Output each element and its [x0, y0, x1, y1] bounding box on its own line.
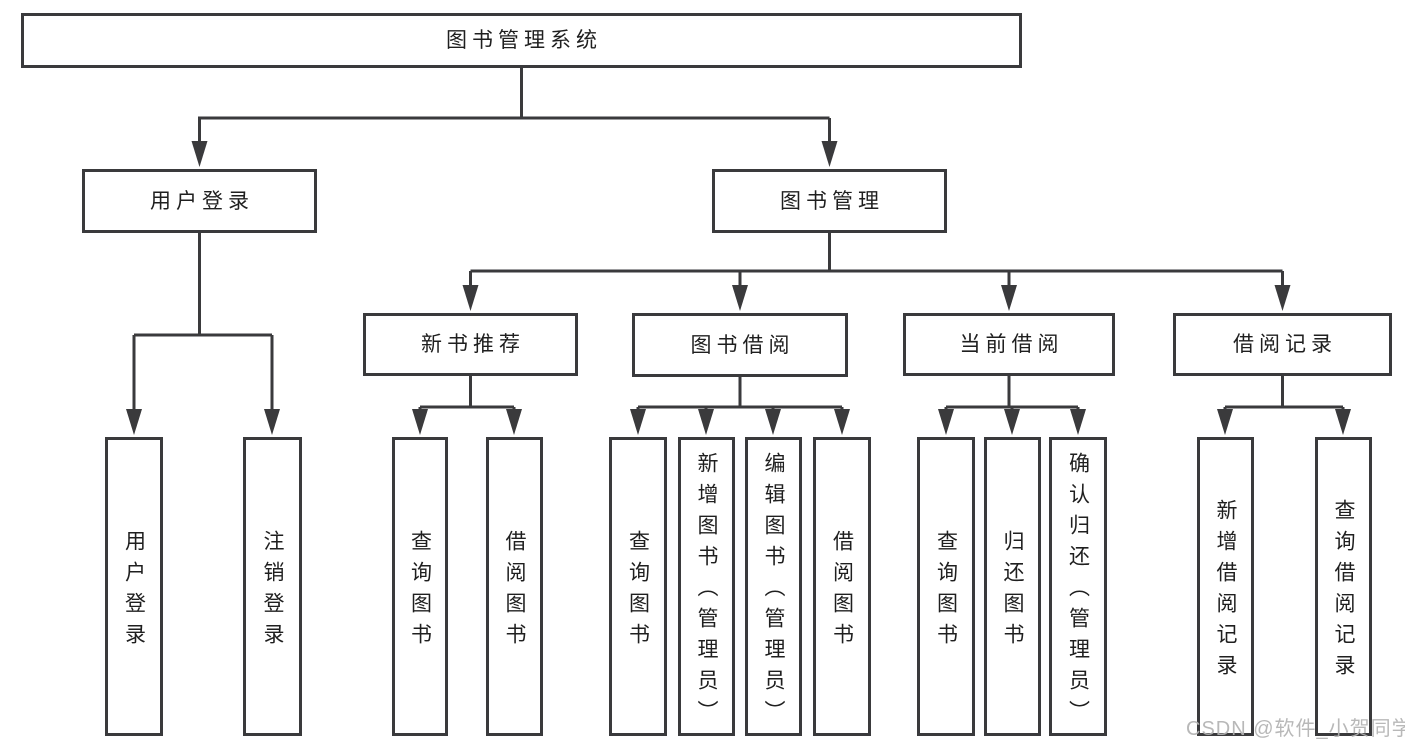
arrowhead-icon — [191, 141, 208, 167]
leaf-user-login: 用户登录 — [105, 437, 163, 736]
leaf-label: 查询图书 — [934, 529, 958, 654]
node-new-book-recommendation: 新书推荐 — [363, 313, 578, 376]
arrowhead-icon — [1274, 285, 1291, 311]
arrowhead-icon — [630, 409, 646, 435]
node-label: 图书管理 — [780, 189, 884, 213]
arrowhead-icon — [126, 409, 142, 435]
connector-book-management-to-groups — [469, 233, 1284, 287]
arrowhead-icon — [1070, 409, 1086, 435]
arrowhead-icon — [765, 409, 781, 435]
arrowhead-icon — [412, 409, 428, 435]
leaf-query-books-current: 查询图书 — [917, 437, 975, 736]
leaf-label: 归还图书 — [1001, 529, 1024, 654]
arrowhead-icon — [506, 409, 522, 435]
leaf-confirm-return-admin: 确认归还（管理员） — [1049, 437, 1107, 736]
node-user-login-branch: 用户登录 — [82, 169, 317, 233]
connector-book-borrowing-to-leaves — [636, 377, 844, 411]
connector-borrowing-records-to-leaves — [1223, 376, 1345, 411]
arrowheads — [126, 141, 1351, 435]
arrowhead-icon — [462, 285, 479, 311]
leaf-label: 新增图书（管理员） — [695, 452, 718, 731]
arrowhead-icon — [821, 141, 838, 167]
arrowhead-icon — [1001, 285, 1017, 311]
node-label: 图书借阅 — [690, 333, 795, 357]
arrowhead-icon — [1004, 409, 1020, 435]
leaf-logout: 注销登录 — [243, 437, 302, 736]
leaf-label: 新增借阅记录 — [1214, 498, 1237, 685]
leaf-query-books-recommendation: 查询图书 — [392, 437, 448, 736]
leaf-borrow-books: 借阅图书 — [813, 437, 871, 736]
leaf-label: 注销登录 — [261, 529, 284, 654]
arrowhead-icon — [1217, 409, 1233, 435]
leaf-query-borrow-record: 查询借阅记录 — [1315, 437, 1372, 736]
arrowhead-icon — [264, 409, 280, 435]
leaf-label: 借阅图书 — [503, 529, 526, 654]
leaf-query-books-borrowing: 查询图书 — [609, 437, 667, 736]
connector-new-book-rec-to-leaves — [418, 376, 516, 411]
node-library-management-system: 图书管理系统 — [21, 13, 1022, 68]
node-label: 借阅记录 — [1233, 333, 1337, 356]
leaf-add-books-admin: 新增图书（管理员） — [678, 437, 735, 736]
leaf-label: 查询图书 — [408, 529, 432, 654]
leaf-label: 借阅图书 — [830, 529, 854, 654]
node-label: 图书管理系统 — [446, 29, 602, 52]
leaf-edit-books-admin: 编辑图书（管理员） — [745, 437, 802, 736]
arrowhead-icon — [938, 409, 954, 435]
leaf-return-books: 归还图书 — [984, 437, 1041, 736]
leaf-add-borrow-record: 新增借阅记录 — [1197, 437, 1254, 736]
csdn-watermark: CSDN @软件_小贺同学 — [1186, 718, 1405, 740]
arrowhead-icon — [732, 285, 748, 311]
leaf-label: 查询借阅记录 — [1332, 498, 1355, 685]
leaf-label: 编辑图书（管理员） — [762, 452, 785, 731]
leaf-borrow-books-recommendation: 借阅图书 — [486, 437, 543, 736]
connector-user-login-to-leaves — [132, 233, 274, 411]
node-current-borrowing: 当前借阅 — [903, 313, 1115, 376]
node-borrowing-records: 借阅记录 — [1173, 313, 1392, 376]
connector-root-to-level2 — [198, 68, 831, 143]
leaf-label: 用户登录 — [122, 529, 146, 654]
connector-current-borrowing-to-leaves — [944, 376, 1080, 411]
node-label: 当前借阅 — [959, 333, 1064, 356]
arrowhead-icon — [698, 409, 714, 435]
arrowhead-icon — [1335, 409, 1351, 435]
node-book-management: 图书管理 — [712, 169, 947, 233]
arrowhead-icon — [834, 409, 850, 435]
leaf-label: 确认归还（管理员） — [1066, 452, 1090, 731]
node-label: 用户登录 — [150, 189, 254, 213]
node-label: 新书推荐 — [421, 333, 525, 356]
node-book-borrowing: 图书借阅 — [632, 313, 848, 377]
leaf-label: 查询图书 — [626, 529, 650, 654]
